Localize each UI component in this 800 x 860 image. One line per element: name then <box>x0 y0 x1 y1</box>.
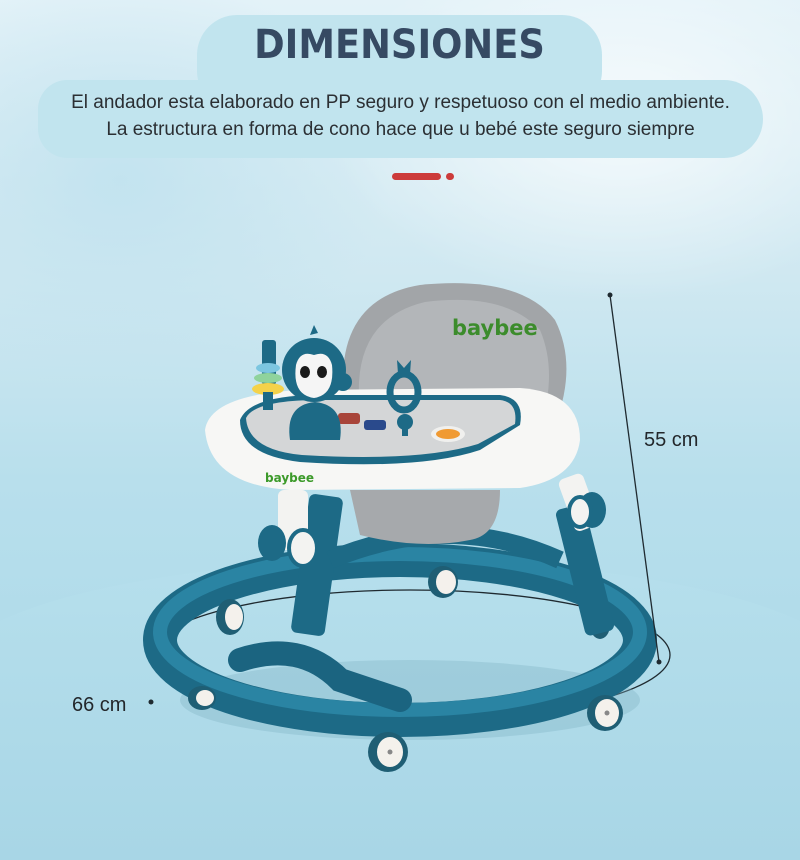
walker-illustration: baybee baybee <box>143 283 671 772</box>
rattle-toy <box>386 360 422 436</box>
height-label: 55 cm <box>644 429 699 451</box>
divider-bar <box>392 173 441 180</box>
page-title: DIMENSIONES <box>254 22 545 68</box>
stacking-rings-toy <box>252 340 284 410</box>
legs <box>258 473 615 636</box>
divider-dot <box>446 173 454 180</box>
description: El andador esta elaborado en PP seguro y… <box>38 89 763 143</box>
description-line-2: La estructura en forma de cono hace que … <box>106 119 695 140</box>
tray-brand-logo: baybee <box>265 471 314 485</box>
seat-brand-logo: baybee <box>452 316 538 340</box>
divider-decoration <box>392 173 454 181</box>
activity-tray: baybee <box>205 325 580 490</box>
seat-fabric-lower <box>350 490 500 544</box>
description-pill <box>38 80 763 158</box>
description-line-1: El andador esta elaborado en PP seguro y… <box>71 92 730 113</box>
height-line <box>609 294 660 663</box>
base-ring <box>143 543 657 737</box>
monkey-toy <box>282 325 352 440</box>
diameter-label: 66 cm <box>72 694 127 716</box>
